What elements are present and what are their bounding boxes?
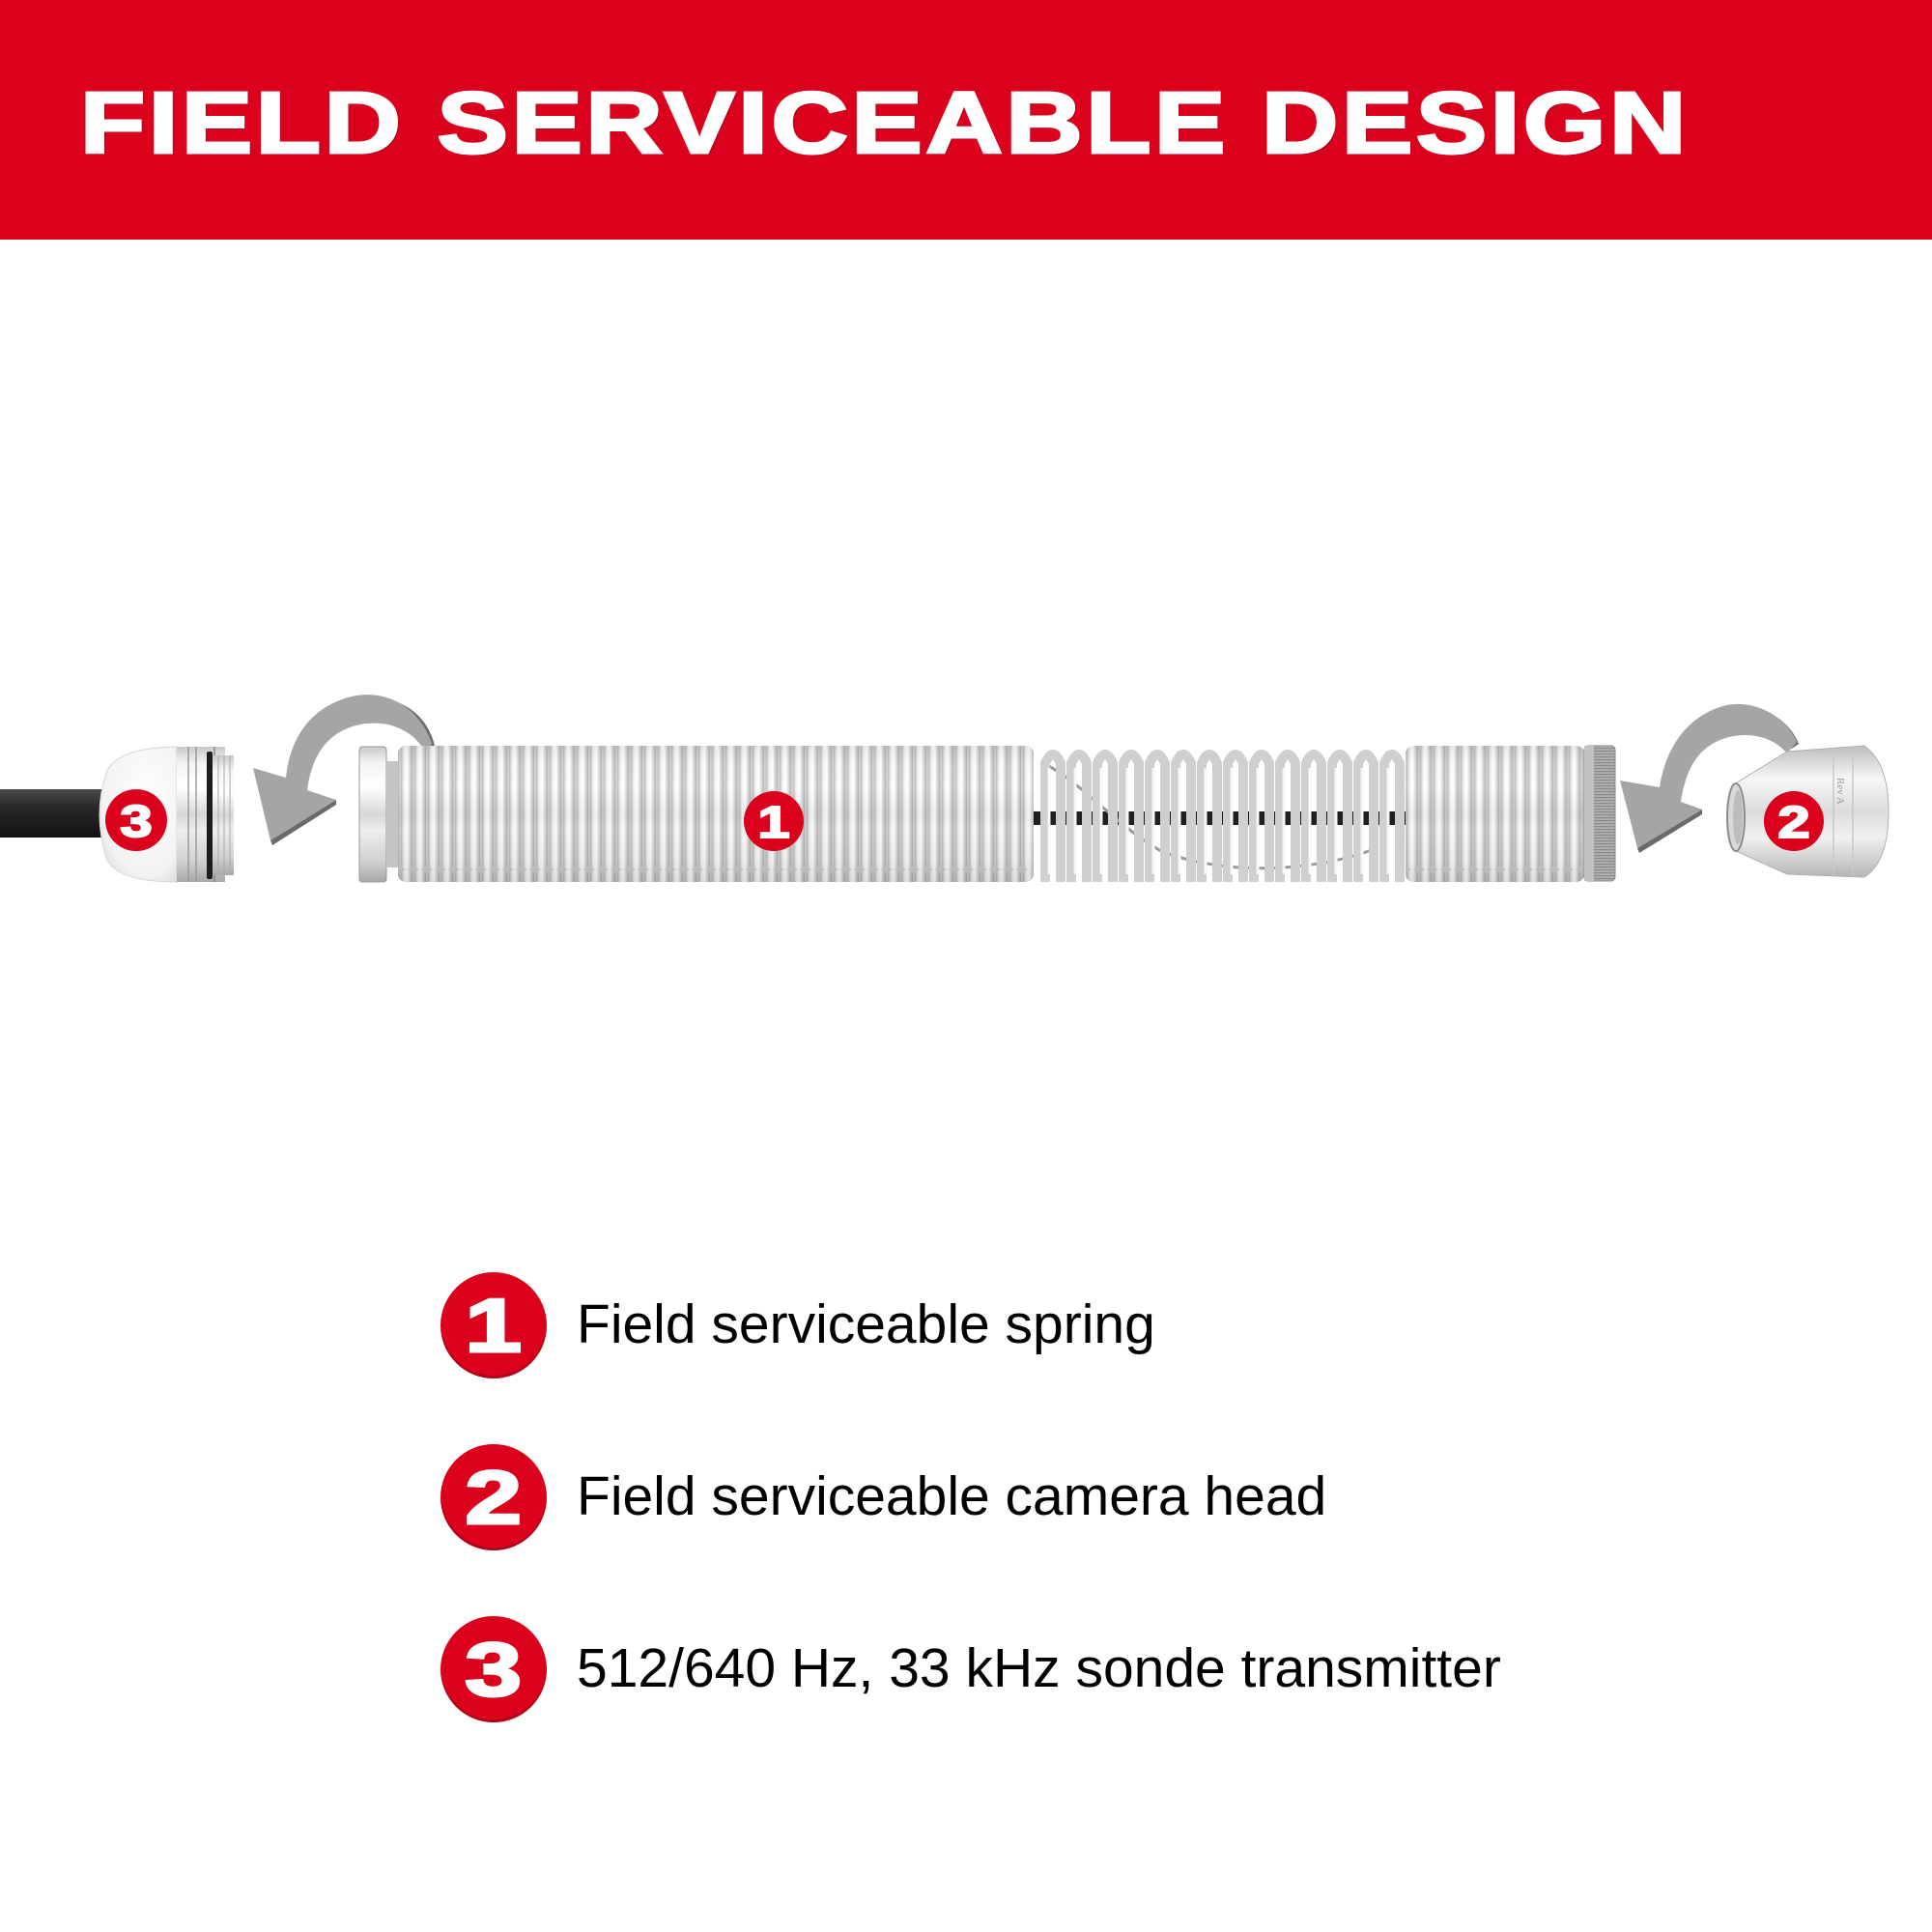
page-title: FIELD SERVICEABLE DESIGN [78,74,1690,174]
svg-text:2: 2 [1777,798,1809,847]
header-banner: FIELD SERVICEABLE DESIGN [0,0,1932,240]
spring [358,745,1616,883]
svg-text:3: 3 [120,797,152,846]
legend-label: Field serviceable camera head [577,1465,1327,1527]
product-illustration: 3 [0,657,1932,927]
legend-label: 512/640 Hz, 33 kHz sonde transmitter [577,1637,1501,1699]
sonde-transmitter [99,746,234,883]
number-badge-3: 3 [440,1616,547,1722]
open-coils [1040,750,1405,882]
rotate-arrow-left-icon [253,695,435,845]
callout-badge-1: 1 [744,791,804,851]
number-badge-2: 2 [440,1444,547,1550]
rotate-arrow-right-icon [1620,703,1799,853]
svg-text:1: 1 [757,798,789,847]
cable [0,789,106,838]
engraving-text: Rev A [1834,778,1846,805]
legend-item-camera-head: 2 Field serviceable camera head [440,1444,1696,1550]
legend-item-sonde: 3 512/640 Hz, 33 kHz sonde transmitter [440,1616,1696,1722]
legend-item-spring: 1 Field serviceable spring [440,1272,1696,1378]
number-badge-1: 1 [440,1272,547,1378]
callout-badge-3: 3 [105,789,167,851]
legend-label: Field serviceable spring [577,1293,1155,1355]
callout-badge-2: 2 [1764,791,1824,851]
